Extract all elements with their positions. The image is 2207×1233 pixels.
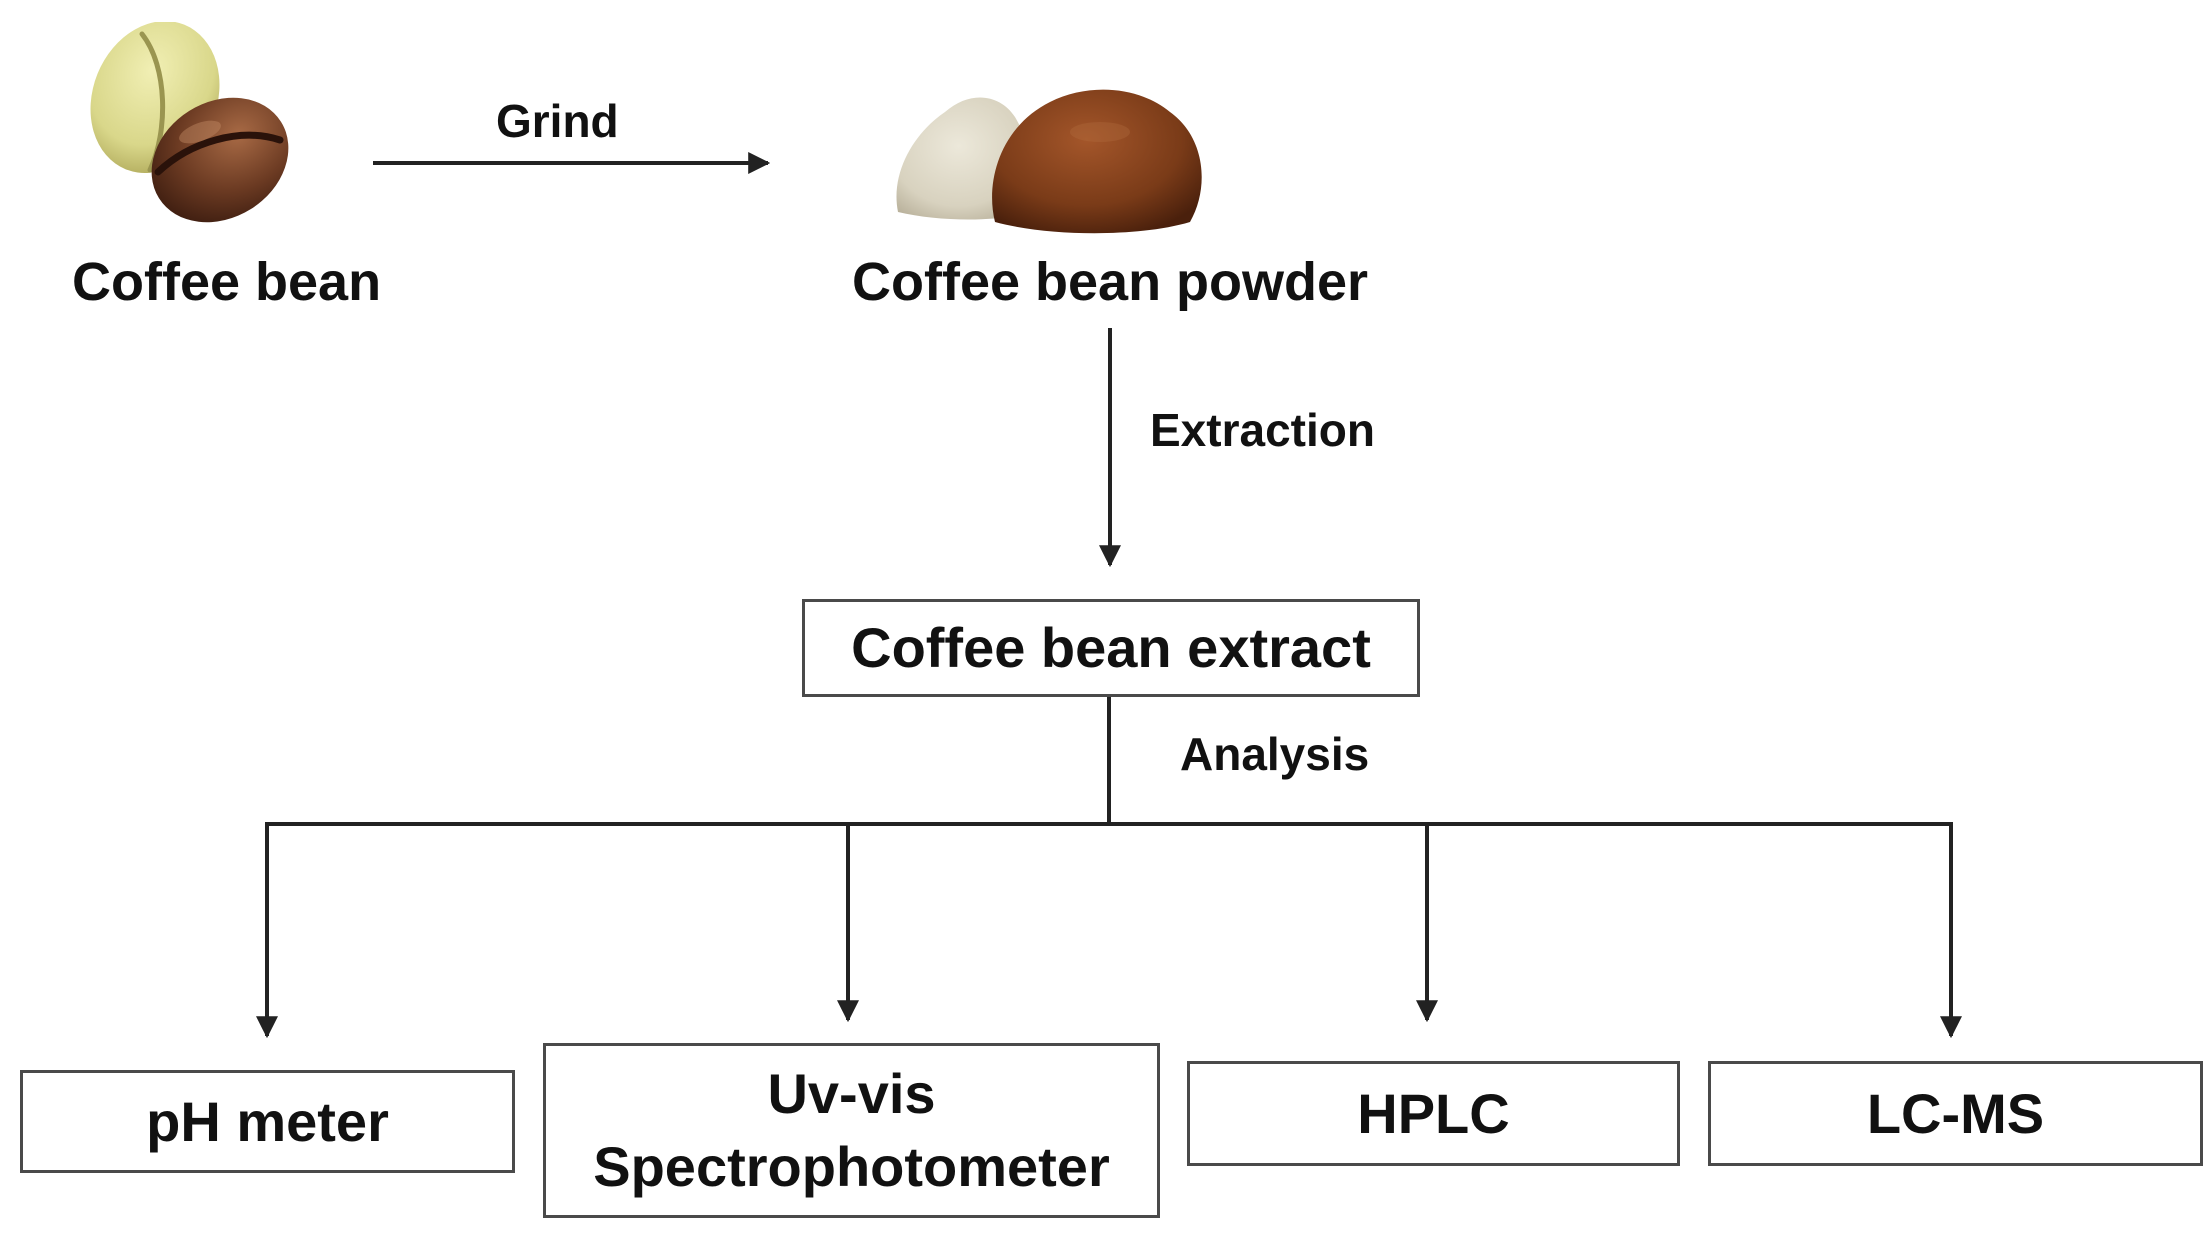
coffee-powder-illustration [896, 89, 1202, 234]
extraction-label: Extraction [1150, 404, 1375, 456]
coffee-bean-label: Coffee bean [72, 252, 382, 312]
hplc-label: HPLC [1357, 1081, 1510, 1145]
coffee-bean-powder-label: Coffee bean powder [852, 252, 1369, 312]
lc-ms-box: LC-MS [1708, 1061, 2203, 1166]
uv-vis-label-line1: Uv-vis [767, 1061, 936, 1125]
coffee-bean-extract-label: Coffee bean extract [851, 616, 1371, 679]
ph-meter-box: pH meter [20, 1070, 515, 1173]
uv-vis-label-line2: Spectrophotometer [593, 1134, 1110, 1198]
uv-vis-spectrophotometer-box: Uv-vis Spectrophotometer [543, 1043, 1160, 1218]
hplc-box: HPLC [1187, 1061, 1680, 1166]
lc-ms-label: LC-MS [1866, 1081, 2045, 1145]
grind-label: Grind [496, 95, 619, 147]
coffee-bean-extract-box: Coffee bean extract [802, 599, 1420, 697]
ph-meter-label: pH meter [146, 1089, 389, 1153]
coffee-beans-illustration [90, 22, 289, 223]
analysis-label: Analysis [1180, 728, 1370, 780]
